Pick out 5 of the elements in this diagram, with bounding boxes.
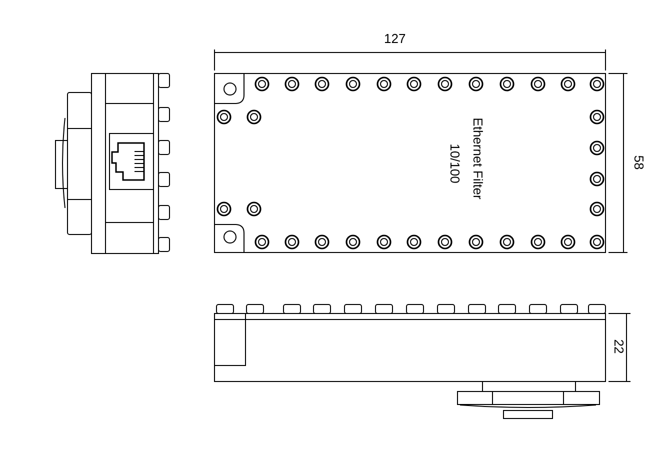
dimension-value: 127 [384,32,406,44]
dimension-value: 22 [612,338,626,354]
product-label: 10/100 [448,143,462,183]
dimension-value: 58 [632,154,646,170]
product-label: Ethernet Filter [471,117,484,199]
